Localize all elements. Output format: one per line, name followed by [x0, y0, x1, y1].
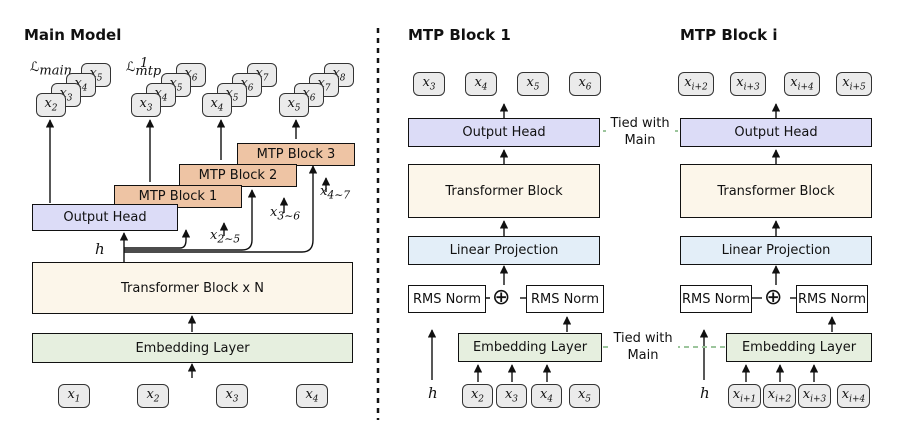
- mtp1-input-token: x3: [496, 384, 527, 408]
- stacked-prediction-token: x4: [202, 93, 232, 117]
- mtpi-output-token: xi+5: [836, 72, 872, 96]
- main-embedding-layer: Embedding Layer: [32, 333, 353, 363]
- mtp1-output-head: Output Head: [408, 118, 600, 147]
- tied-with-main-bottom: Tied with Main: [608, 330, 678, 364]
- mtpi-input-token: xi+3: [798, 384, 831, 408]
- main-input-token: x3: [216, 384, 248, 408]
- mtp1-linear-projection: Linear Projection: [408, 236, 600, 265]
- main-input-token: x2: [137, 384, 169, 408]
- mtpi-input-token: xi+4: [837, 384, 870, 408]
- range-label-2-5: x2∼5: [210, 228, 241, 246]
- mtp1-input-token: x5: [569, 384, 600, 408]
- mtpi-output-token: xi+2: [678, 72, 714, 96]
- mtp1-rms-norm-left: RMS Norm: [408, 285, 486, 313]
- mtp1-transformer-block: Transformer Block: [408, 164, 600, 218]
- mtpi-output-token: xi+3: [730, 72, 766, 96]
- mtp1-input-token: x2: [462, 384, 493, 408]
- main-hidden-label: h: [95, 240, 105, 258]
- mtp1-input-token: x4: [531, 384, 562, 408]
- main-input-token: x1: [58, 384, 90, 408]
- mtp1-output-token: x5: [517, 72, 549, 96]
- mtpi-rms-norm-left: RMS Norm: [680, 285, 752, 313]
- mtp1-embedding-layer: Embedding Layer: [458, 333, 602, 362]
- mtp-block-i-title: MTP Block i: [680, 26, 778, 44]
- mtpi-rms-norm-right: RMS Norm: [796, 285, 868, 313]
- mtpi-input-token: xi+2: [763, 384, 796, 408]
- main-transformer-block: Transformer Block x N: [32, 262, 353, 314]
- mtpi-concat-icon: ⊕: [764, 285, 783, 310]
- mtp1-hidden-label: h: [428, 384, 438, 402]
- range-label-4-7: x4∼7: [320, 184, 351, 202]
- loss-main-label: ℒmain: [30, 60, 72, 79]
- main-model-title: Main Model: [24, 26, 122, 44]
- mtp1-concat-icon: ⊕: [492, 285, 511, 310]
- tied-with-main-top: Tied with Main: [606, 115, 674, 149]
- stacked-prediction-token: x3: [131, 93, 161, 117]
- mtp-block-1-title: MTP Block 1: [408, 26, 511, 44]
- stacked-prediction-token: x2: [36, 93, 66, 117]
- mtpi-output-token: xi+4: [784, 72, 820, 96]
- mtp1-rms-norm-right: RMS Norm: [526, 285, 604, 313]
- mtpi-output-head: Output Head: [680, 118, 872, 147]
- mtp1-output-token: x6: [569, 72, 601, 96]
- main-mtp-block-3: MTP Block 3: [237, 143, 355, 166]
- range-label-3-6: x3∼6: [270, 205, 301, 223]
- main-output-head: Output Head: [32, 204, 178, 231]
- mtpi-transformer-block: Transformer Block: [680, 164, 872, 218]
- main-mtp-block-1: MTP Block 1: [114, 185, 242, 208]
- main-mtp-block-2: MTP Block 2: [179, 164, 297, 187]
- main-input-token: x4: [296, 384, 328, 408]
- mtp1-output-token: x3: [413, 72, 445, 96]
- mtpi-embedding-layer: Embedding Layer: [726, 333, 872, 362]
- mtpi-input-token: xi+1: [728, 384, 761, 408]
- mtpi-linear-projection: Linear Projection: [680, 236, 872, 265]
- mtpi-hidden-label: h: [700, 384, 710, 402]
- mtp1-output-token: x4: [465, 72, 497, 96]
- stacked-prediction-token: x5: [279, 93, 309, 117]
